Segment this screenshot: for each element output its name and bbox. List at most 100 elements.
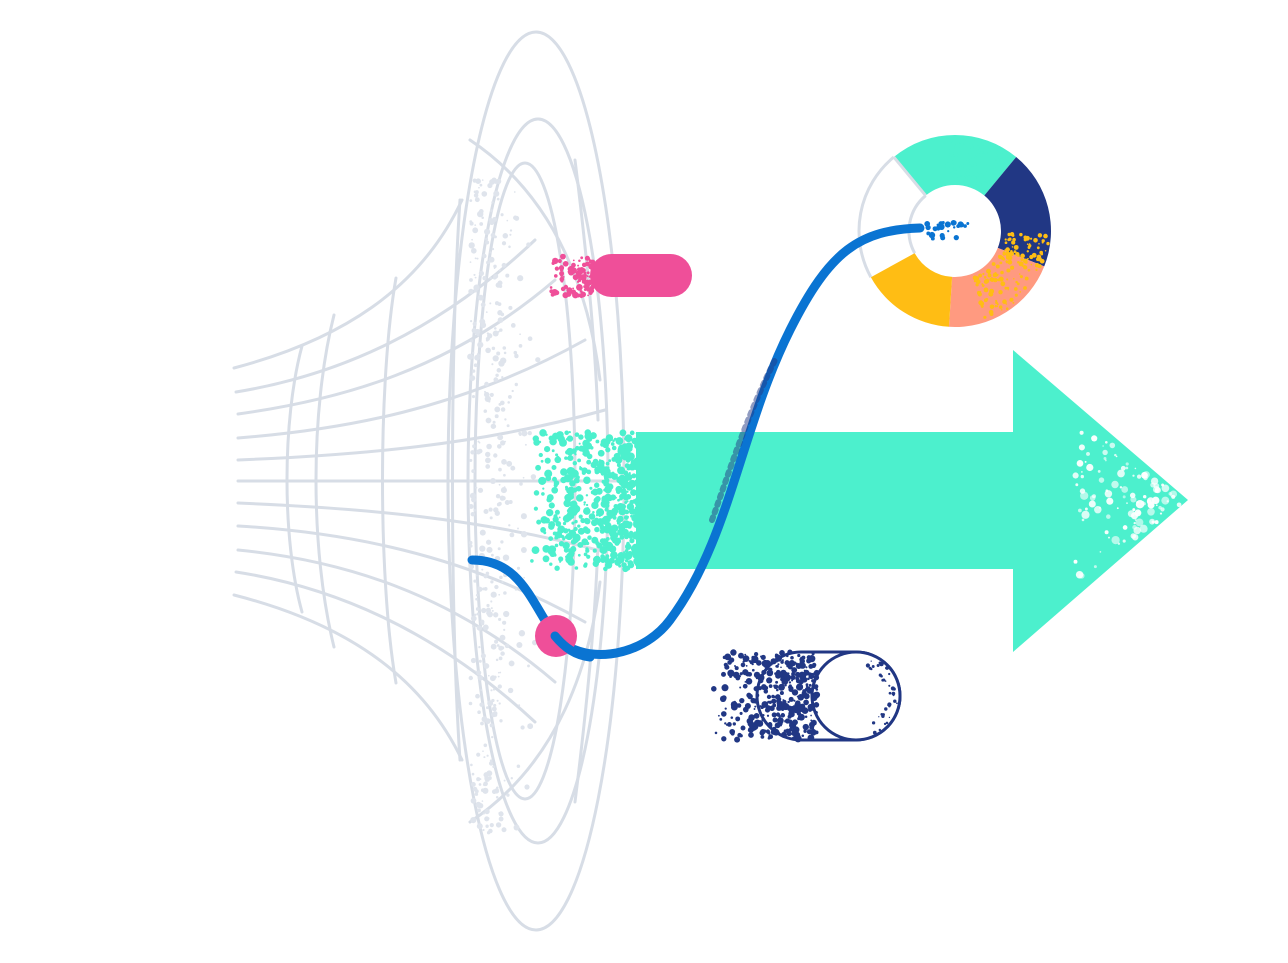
toggle-dust-particle: [765, 729, 771, 734]
teal-dust-particle: [612, 515, 617, 520]
donut-yellow-speckle: [993, 263, 996, 266]
toggle-dust-particle: [775, 673, 779, 677]
toggle-dust-particle: [759, 705, 762, 708]
arrow-tip-speckle: [1078, 444, 1085, 451]
funnel-dust-particle: [497, 671, 500, 674]
donut-yellow-speckle: [986, 268, 991, 274]
funnel-dust-particle: [506, 793, 510, 797]
funnel-dust-particle: [484, 390, 486, 393]
teal-dust-particle: [568, 430, 571, 434]
funnel-dust-particle: [471, 327, 477, 334]
pink-dust-particle: [554, 290, 560, 296]
donut-teal-speckle: [973, 144, 980, 151]
funnel-dust-particle: [500, 213, 504, 217]
funnel-dust-particle: [484, 228, 491, 235]
teal-dust-particle: [575, 485, 582, 492]
wave-end-speckle: [926, 231, 931, 236]
toggle-dust-particle: [810, 729, 817, 736]
toggle-knob-speckle: [884, 680, 887, 682]
funnel-dust-particle: [489, 276, 492, 280]
toggle-dust-particle: [752, 655, 759, 662]
funnel-dust-particle: [477, 210, 484, 218]
teal-dust-particle: [591, 488, 599, 496]
funnel-dust-particle: [491, 706, 497, 712]
teal-dust-particle: [604, 523, 612, 531]
pink-dust-particle: [581, 279, 586, 284]
donut-segment-empty: [857, 155, 895, 278]
toggle-dust-particle: [786, 654, 789, 658]
teal-dust-particle: [533, 506, 539, 511]
funnel-dust-particle: [479, 529, 486, 536]
pink-dust-particle: [580, 291, 587, 298]
donut-yellow-speckle: [1008, 237, 1012, 241]
funnel-dust-particle: [477, 440, 480, 443]
toggle-dust-particle: [757, 686, 762, 691]
wave-end-speckle: [936, 228, 939, 231]
teal-dust-particle: [599, 538, 606, 544]
donut-teal-speckle: [981, 181, 988, 188]
teal-dust-particle: [576, 494, 584, 502]
toggle-dust-particle: [775, 664, 779, 668]
arrow-tip-speckle: [1117, 469, 1125, 478]
funnel-dust-particle: [472, 625, 475, 628]
pink-dot-line-overlap: [550, 631, 595, 662]
donut-yellow-speckle: [1004, 286, 1008, 290]
teal-dust-particle: [617, 538, 621, 541]
teal-dust-particle: [585, 494, 589, 497]
toggle-dust-particle: [773, 731, 777, 735]
donut-teal-speckle: [968, 144, 974, 149]
toggle-dust-particle: [811, 679, 815, 683]
toggle-dust-particle: [711, 686, 717, 692]
funnel-dust-particle: [490, 209, 494, 213]
teal-dust-particle: [583, 476, 591, 484]
funnel-dust-particle: [499, 361, 504, 367]
funnel-dust-particle: [490, 689, 493, 692]
teal-dust-particle: [624, 434, 633, 443]
donut-yellow-speckle: [1030, 263, 1033, 266]
toggle-knob-speckle: [880, 674, 883, 678]
teal-dust-particle: [551, 449, 555, 453]
teal-dust-particle: [577, 527, 585, 535]
teal-dust-particle: [628, 463, 637, 471]
pink-dust-particle: [586, 271, 590, 275]
teal-dust-particle: [574, 507, 578, 510]
funnel-dust-particle: [495, 822, 502, 828]
funnel-dust-particle: [502, 554, 510, 561]
funnel-dust-particle: [489, 257, 494, 261]
funnel-dust-particle: [483, 743, 488, 748]
donut-yellow-speckle: [1006, 286, 1010, 290]
pink-dust-particle: [560, 253, 566, 260]
teal-dust-particle: [555, 520, 562, 527]
teal-dust-particle: [613, 437, 617, 441]
arrow-tip-speckle: [1119, 486, 1123, 489]
teal-dust-particle: [585, 548, 590, 553]
donut-yellow-speckle: [1015, 280, 1018, 284]
funnel-dust-particle: [481, 568, 484, 571]
donut-teal-speckle: [991, 164, 997, 169]
funnel-flare-line: [232, 593, 464, 762]
funnel-dust-particle: [499, 575, 503, 580]
funnel-dust-particle: [478, 270, 485, 277]
arrow-tip-speckle: [1147, 508, 1155, 516]
funnel-dust-particle: [475, 801, 482, 808]
toggle-dust-particle: [756, 660, 762, 666]
teal-dust-particle: [581, 538, 589, 546]
wave-end-speckle: [947, 230, 950, 233]
toggle-dust-particle: [721, 695, 727, 701]
teal-dust-particle: [595, 541, 600, 546]
donut-teal-speckle: [994, 160, 998, 165]
funnel-dust-particle: [504, 643, 510, 649]
donut-segment-orange: [948, 247, 1045, 327]
arrow-tip-speckle: [1089, 495, 1096, 501]
donut-teal-speckle: [954, 168, 957, 172]
funnel-dust-particle: [523, 576, 525, 579]
teal-dust-particle: [624, 543, 632, 550]
funnel-dust-particle: [517, 275, 524, 282]
toggle-dust-particle: [742, 655, 750, 662]
toggle-dust-particle: [805, 666, 808, 669]
funnel-dust-particle: [479, 222, 484, 226]
funnel-dust-particle: [492, 688, 496, 691]
funnel-dust-particle: [490, 591, 497, 598]
donut-teal-speckle: [954, 177, 960, 183]
teal-dust-particle: [569, 450, 572, 453]
